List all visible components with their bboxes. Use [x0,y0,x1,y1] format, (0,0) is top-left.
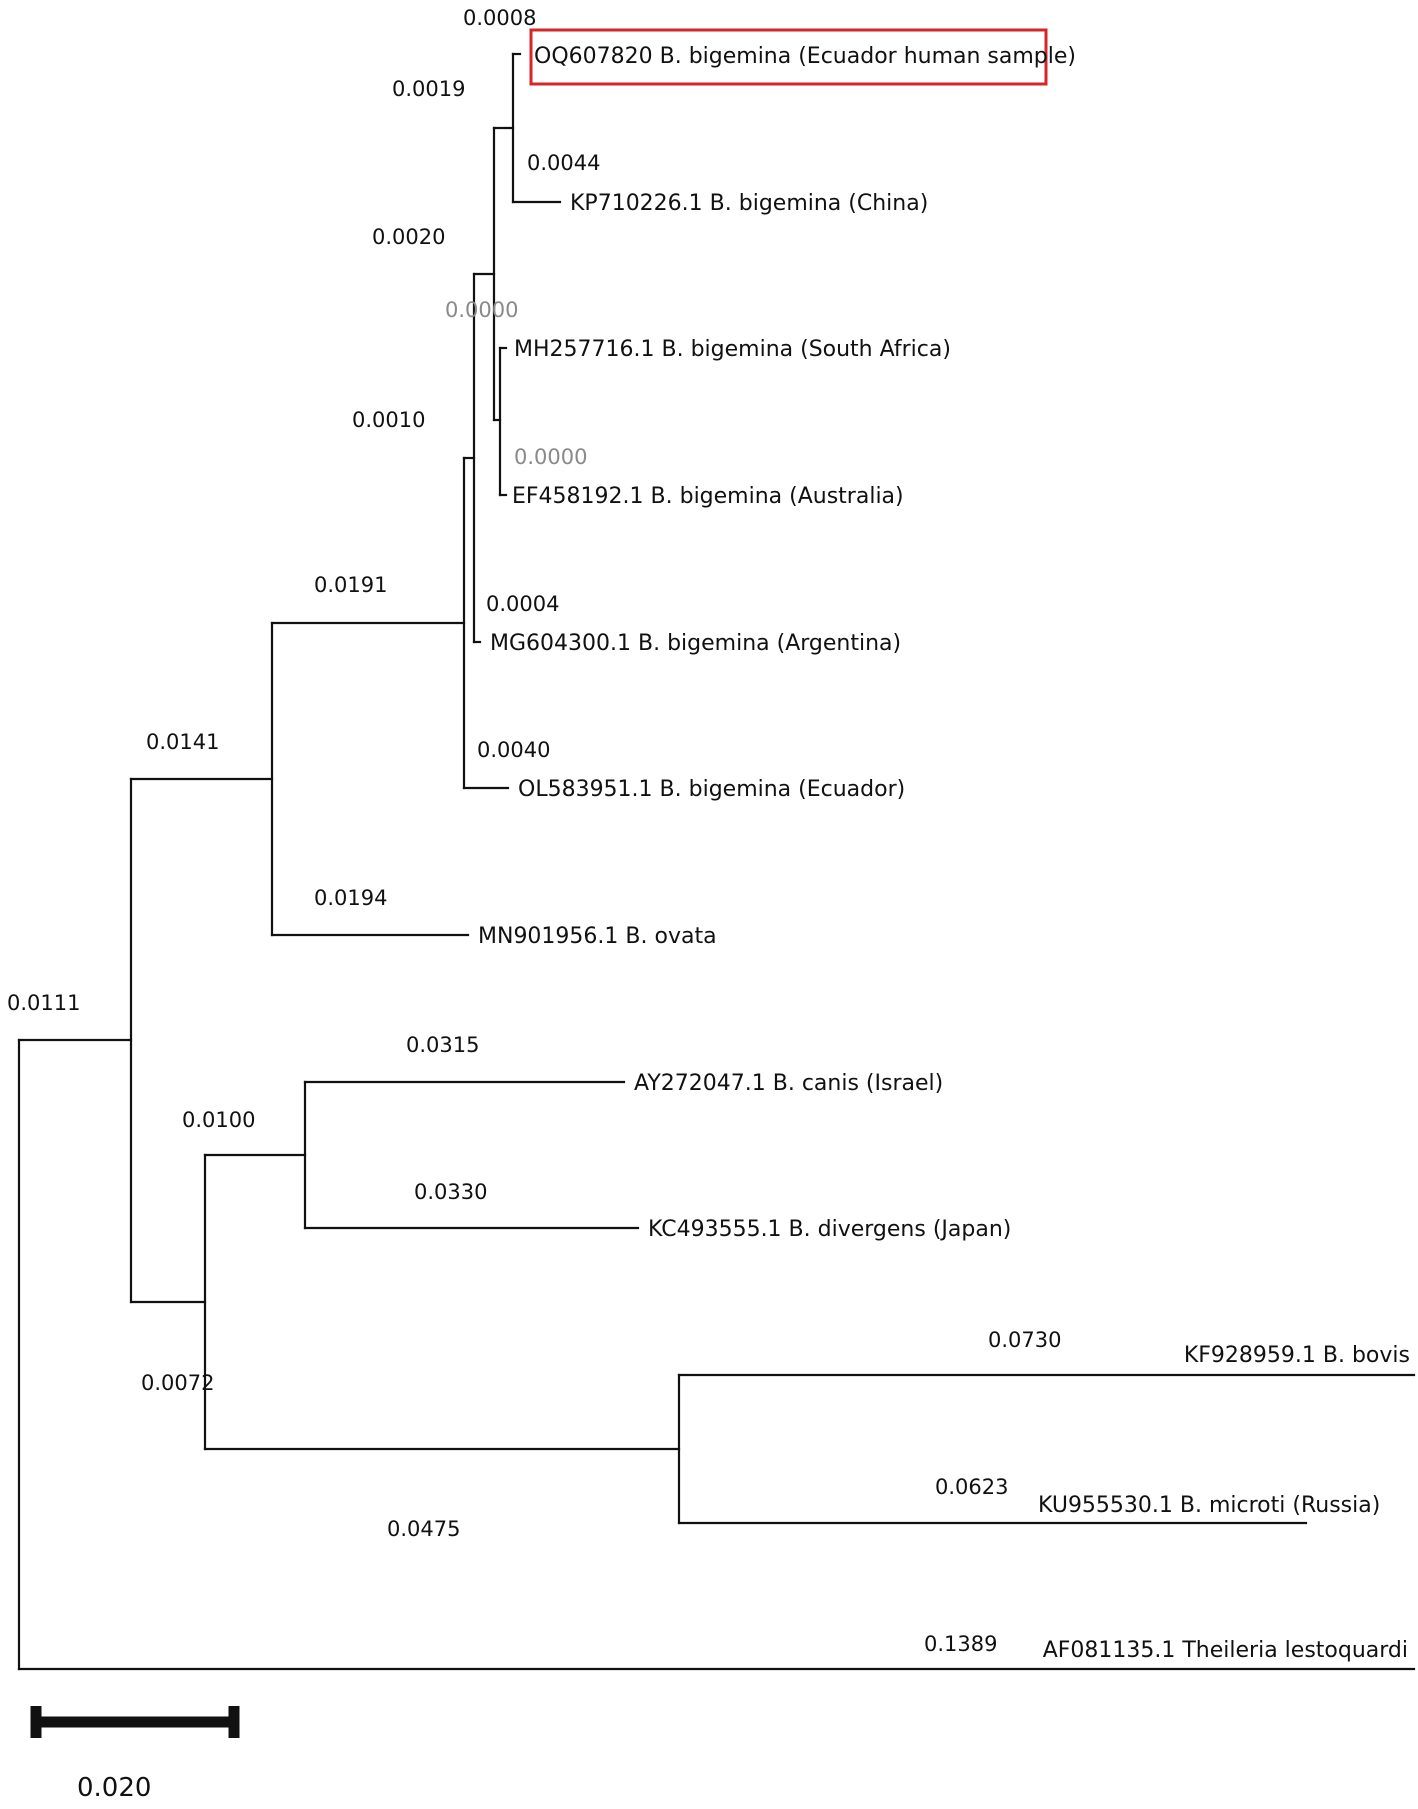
branch-length-labels: 0.0008 0.0019 0.0044 0.0020 0.0000 0.001… [7,6,1061,1656]
branch-length-label: 0.0330 [414,1180,487,1204]
leaf-label-kc493555: KC493555.1 B. divergens (Japan) [648,1217,1011,1242]
leaf-label-af081135: AF081135.1 Theileria lestoquardi [1043,1638,1408,1663]
branch-length-label: 0.0623 [935,1475,1008,1499]
branch-length-label: 0.0040 [477,738,550,762]
highlight-box [529,28,1048,86]
leaf-label-mn901956: MN901956.1 B. ovata [478,924,717,949]
branch-length-label: 0.0315 [406,1033,479,1057]
tree-connectors [17,52,681,1671]
leaf-label-ef458192: EF458192.1 B. bigemina (Australia) [512,484,904,509]
scale-bar: 0.020 [30,1706,240,1803]
leaf-label-oq607820: OQ607820 B. bigemina (Ecuador human samp… [534,44,1076,69]
branch-length-label: 0.0004 [486,592,559,616]
branch-length-label: 0.0072 [141,1371,214,1395]
branch-length-label: 0.0019 [392,77,465,101]
tree-branches [17,52,1416,1671]
branch-length-label: 0.0000 [445,298,518,322]
branch-length-label: 0.0010 [352,408,425,432]
branch-length-label: 0.0111 [7,991,80,1015]
branch-length-label: 0.0730 [988,1328,1061,1352]
branch-length-label: 0.0191 [314,573,387,597]
leaf-label-ku955530: KU955530.1 B. microti (Russia) [1038,1493,1380,1518]
leaf-labels: OQ607820 B. bigemina (Ecuador human samp… [478,44,1410,1663]
branch-length-label: 0.0020 [372,225,445,249]
leaf-label-ay272047: AY272047.1 B. canis (Israel) [634,1071,943,1096]
branch-length-label: 0.1389 [924,1632,997,1656]
leaf-label-kf928959: KF928959.1 B. bovis [1184,1343,1410,1368]
branch-length-label: 0.0044 [527,151,600,175]
leaf-label-ol583951: OL583951.1 B. bigemina (Ecuador) [518,777,905,802]
leaf-label-mh257716: MH257716.1 B. bigemina (South Africa) [514,337,951,362]
branch-length-label: 0.0194 [314,886,387,910]
branch-length-label: 0.0475 [387,1517,460,1541]
scale-bar-label: 0.020 [77,1773,151,1803]
leaf-label-mg604300: MG604300.1 B. bigemina (Argentina) [490,631,901,656]
branch-length-label: 0.0008 [463,6,536,30]
leaf-label-kp710226: KP710226.1 B. bigemina (China) [570,191,928,216]
branch-length-label: 0.0000 [514,445,587,469]
branch-length-label: 0.0141 [146,730,219,754]
branch-length-label: 0.0100 [182,1108,255,1132]
